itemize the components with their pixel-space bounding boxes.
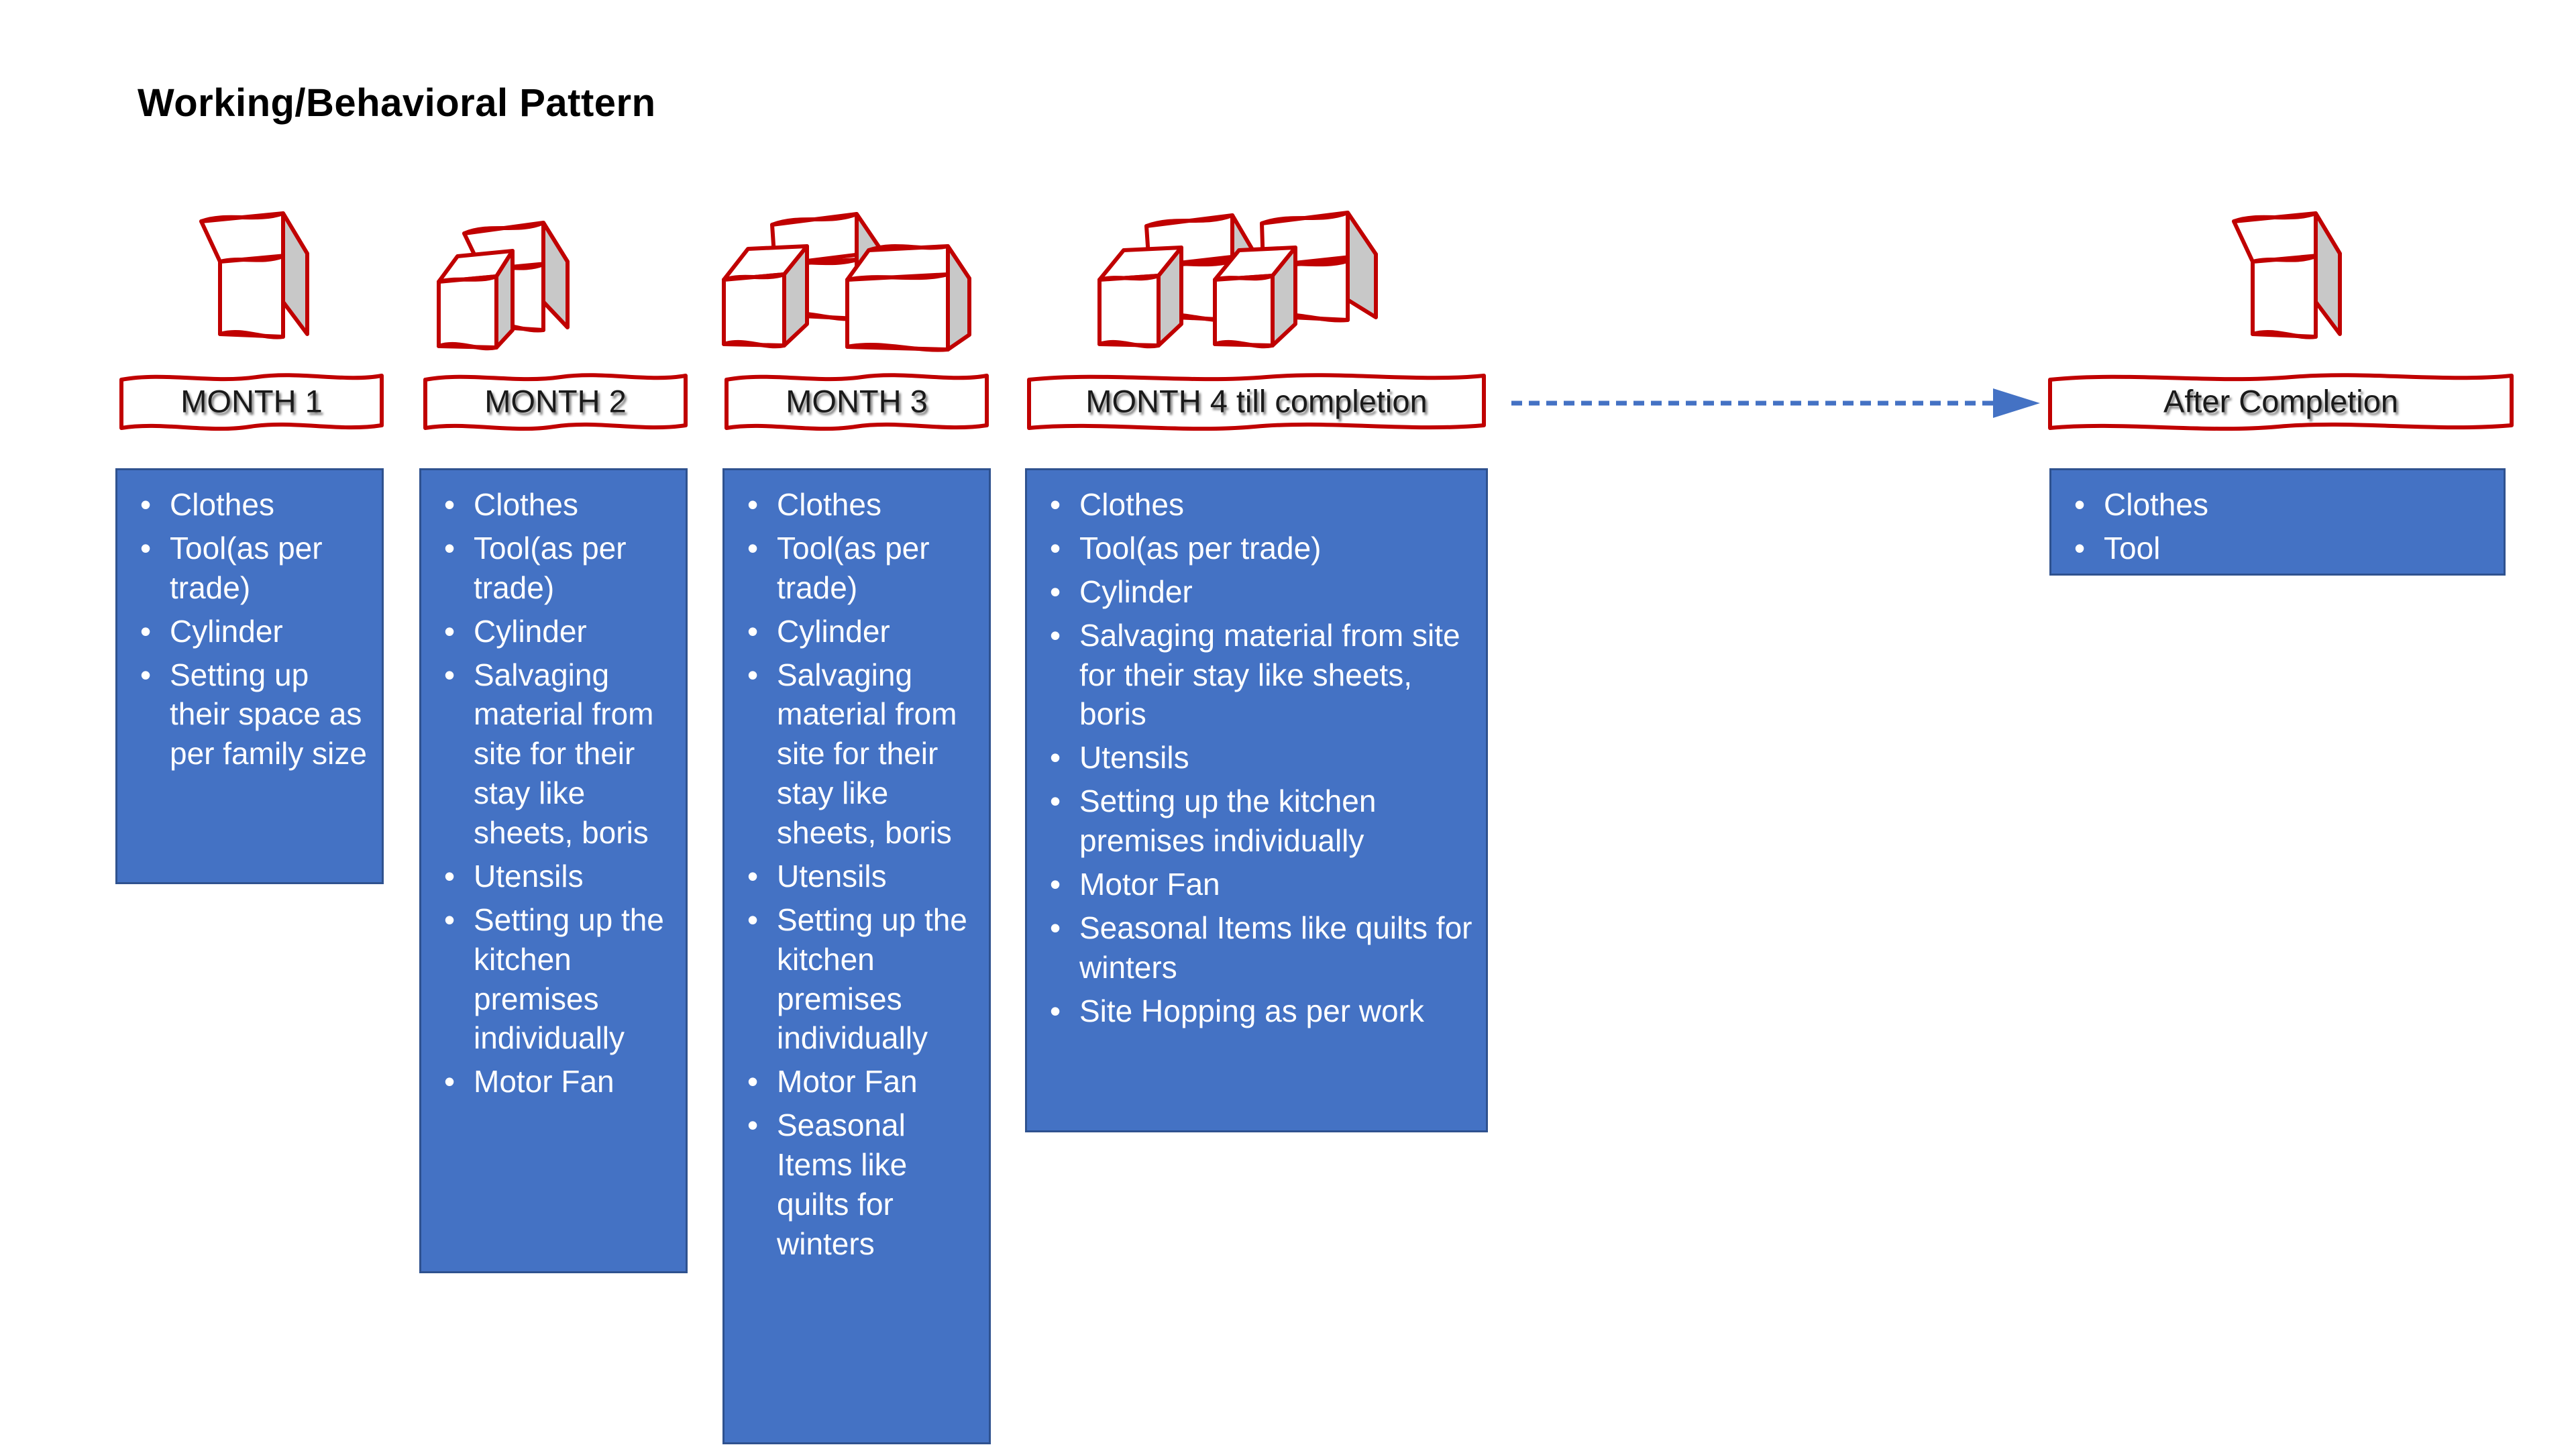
list-item: Site Hopping as per work xyxy=(1038,991,1477,1031)
list-item: Tool(as per trade) xyxy=(1038,529,1477,568)
stage-label-2: MONTH 2 xyxy=(484,383,627,419)
stage-panel-4: Clothes Tool(as per trade) Cylinder Salv… xyxy=(1025,468,1488,1132)
stage-panel-3: Clothes Tool(as per trade) Cylinder Salv… xyxy=(722,468,991,1444)
list-item: Setting up the kitchen premises individu… xyxy=(735,900,979,1059)
stage-label-plaque-5: After Completion xyxy=(2046,370,2516,432)
list-item: Seasonal Items like quilts for winters xyxy=(1038,908,1477,987)
stage-list-5: Clothes Tool xyxy=(2062,485,2494,568)
list-item: Salvaging material from site for their s… xyxy=(735,655,979,853)
list-item: Utensils xyxy=(432,857,676,896)
stage-label-4: MONTH 4 till completion xyxy=(1085,383,1428,419)
stage-label-plaque-2: MONTH 2 xyxy=(421,370,690,432)
stage-label-plaque-1: MONTH 1 xyxy=(117,370,386,432)
stage-label-plaque-4: MONTH 4 till completion xyxy=(1025,370,1488,432)
list-item: Salvaging material from site for their s… xyxy=(1038,616,1477,735)
stage-label-5: After Completion xyxy=(2163,383,2399,419)
list-item: Utensils xyxy=(1038,738,1477,777)
cube-group-4 xyxy=(1090,184,1405,359)
stage-list-2: Clothes Tool(as per trade) Cylinder Salv… xyxy=(432,485,676,1102)
list-item: Motor Fan xyxy=(1038,865,1477,904)
cube-group-5 xyxy=(2214,195,2368,356)
list-item: Tool(as per trade) xyxy=(128,529,372,608)
stage-list-4: Clothes Tool(as per trade) Cylinder Salv… xyxy=(1038,485,1477,1030)
stage-panel-2: Clothes Tool(as per trade) Cylinder Salv… xyxy=(419,468,688,1273)
cube-group-2 xyxy=(429,181,617,359)
list-item: Motor Fan xyxy=(735,1062,979,1102)
stage-label-3: MONTH 3 xyxy=(786,383,928,419)
list-item: Setting up the kitchen premises individu… xyxy=(432,900,676,1059)
list-item: Cylinder xyxy=(735,612,979,651)
list-item: Setting up their space as per family siz… xyxy=(128,655,372,774)
list-item: Salvaging material from site for their s… xyxy=(432,655,676,853)
list-item: Motor Fan xyxy=(432,1062,676,1102)
list-item: Tool(as per trade) xyxy=(432,529,676,608)
stage-panel-5: Clothes Tool xyxy=(2049,468,2506,576)
list-item: Tool xyxy=(2062,529,2494,568)
progress-arrow xyxy=(1511,386,2041,421)
stage-label-1: MONTH 1 xyxy=(180,383,323,419)
list-item: Cylinder xyxy=(128,612,372,651)
list-item: Setting up the kitchen premises individu… xyxy=(1038,782,1477,861)
list-item: Clothes xyxy=(432,485,676,525)
list-item: Utensils xyxy=(735,857,979,896)
stage-panel-1: Clothes Tool(as per trade) Cylinder Sett… xyxy=(115,468,384,884)
stage-list-3: Clothes Tool(as per trade) Cylinder Salv… xyxy=(735,485,979,1264)
list-item: Clothes xyxy=(128,485,372,525)
list-item: Clothes xyxy=(735,485,979,525)
list-item: Cylinder xyxy=(432,612,676,651)
cube-group-1 xyxy=(181,195,335,356)
list-item: Cylinder xyxy=(1038,572,1477,612)
list-item: Seasonal Items like quilts for winters xyxy=(735,1106,979,1264)
list-item: Clothes xyxy=(2062,485,2494,525)
cube-group-3 xyxy=(714,184,989,359)
list-item: Clothes xyxy=(1038,485,1477,525)
stage-label-plaque-3: MONTH 3 xyxy=(722,370,991,432)
list-item: Tool(as per trade) xyxy=(735,529,979,608)
stage-list-1: Clothes Tool(as per trade) Cylinder Sett… xyxy=(128,485,372,773)
page-title: Working/Behavioral Pattern xyxy=(138,81,656,125)
